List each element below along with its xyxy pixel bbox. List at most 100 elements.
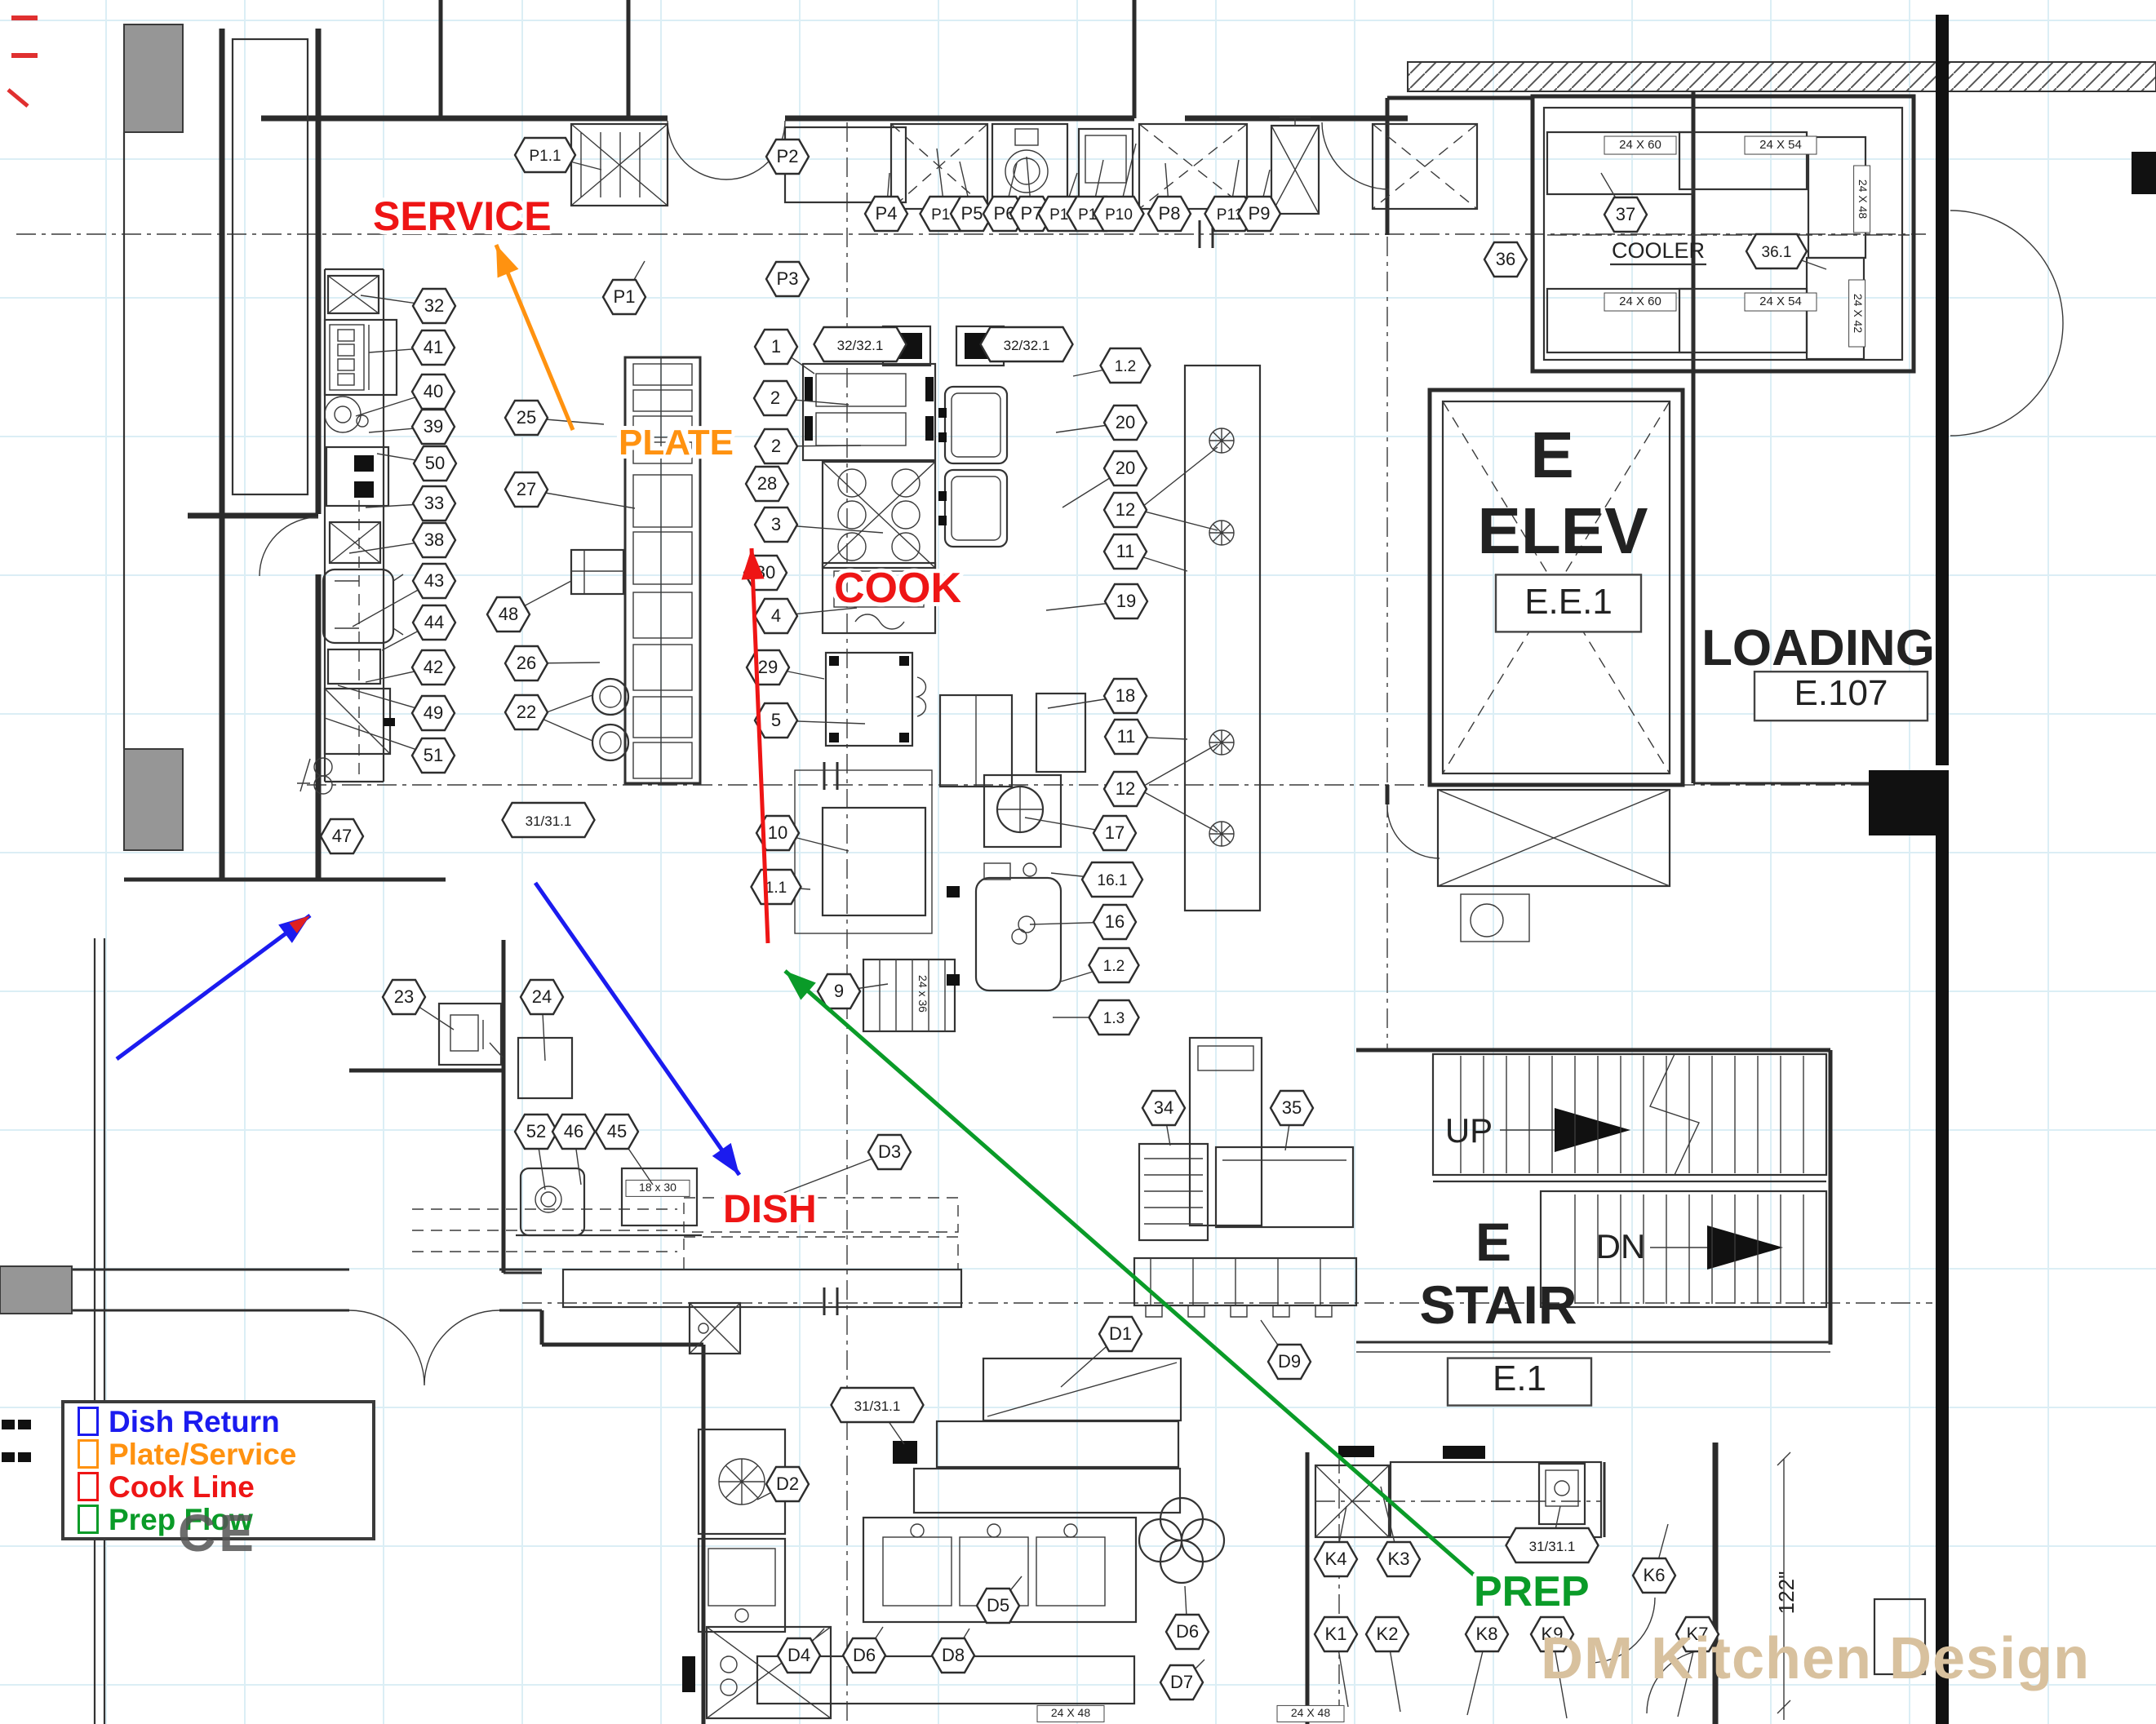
tag-K3: K3 [1376,1486,1422,1578]
tag-18: 18 [1047,677,1148,715]
flow-arrow-dish-return-1 [115,913,312,1061]
svg-text:33: 33 [424,493,444,513]
label-UP: UP [1445,1111,1493,1150]
svg-text:1.1: 1.1 [765,880,787,897]
tag-51: 51 [324,717,456,774]
tag-16.1: 16.1 [1050,861,1144,898]
tag-46: 46 [551,1113,597,1186]
label-STAIR: STAIR [1419,1274,1577,1335]
tag-43: 43 [352,562,457,627]
svg-text:11: 11 [1116,541,1135,561]
tag-28: 28 [744,465,790,503]
svg-text:37: 37 [1616,204,1635,224]
svg-text:24 X 54: 24 X 54 [1759,138,1802,152]
svg-text:E.1: E.1 [1493,1358,1546,1398]
svg-text:COOLER: COOLER [1612,238,1705,263]
svg-text:32: 32 [424,295,444,316]
svg-text:K7: K7 [1687,1624,1709,1644]
tag-P4: P4 [863,172,909,233]
flow-label-plate: PLATE [619,423,734,463]
svg-text:STAIR: STAIR [1419,1274,1577,1335]
svg-text:D8: D8 [942,1645,965,1665]
svg-text:27: 27 [517,479,536,499]
svg-text:40: 40 [424,381,443,401]
label-24X48: 24 X 48 [1276,1704,1345,1722]
svg-text:20: 20 [1116,458,1135,478]
tag-32/32.1: 32/32.1 [979,326,1074,363]
svg-text:44: 44 [424,612,444,632]
label-24X42: 24 X 42 [1848,279,1866,348]
flow-arrow-plate-service [494,244,575,431]
svg-text:26: 26 [517,653,536,673]
watermark: DM Kitchen Design [1541,1626,2091,1691]
legend-label: Cook Line [109,1469,255,1504]
svg-text:3: 3 [771,514,781,534]
svg-text:24 X 48: 24 X 48 [1051,1706,1090,1719]
tag-D7: D7 [1159,1659,1205,1701]
svg-text:4: 4 [771,605,781,626]
label-24X54: 24 X 54 [1744,292,1817,312]
legend-item-dish-return: Dish Return [78,1405,372,1438]
svg-text:D4: D4 [787,1645,810,1665]
flow-arrow-cook-line [741,547,770,944]
svg-text:24 X 54: 24 X 54 [1759,295,1802,308]
svg-text:51: 51 [424,745,443,765]
tag-D4: D4 [776,1628,825,1674]
svg-text:24 X 48: 24 X 48 [1291,1706,1330,1719]
tag-K1: K1 [1313,1615,1359,1708]
flow-label-prep: PREP [1474,1568,1590,1615]
tag-20: 20 [1062,450,1148,508]
svg-text:23: 23 [394,986,414,1007]
svg-text:P8: P8 [1159,203,1181,224]
svg-text:5: 5 [771,710,781,730]
svg-text:29: 29 [758,657,778,677]
tag-48: 48 [486,580,572,633]
tag-36.1: 36.1 [1745,233,1827,270]
svg-text:24 X 60: 24 X 60 [1619,295,1661,308]
svg-text:K1: K1 [1325,1624,1347,1644]
tag-9: 9 [816,973,889,1010]
tag-10: 10 [755,814,850,852]
label-24X48: 24 X 48 [1853,165,1871,233]
svg-text:E.107: E.107 [1794,673,1888,713]
svg-text:E: E [1475,1212,1511,1272]
equipment-tags: 3241403950333843444249514731/31.12527482… [319,136,1827,1719]
svg-text:36: 36 [1496,249,1515,269]
svg-text:31/31.1: 31/31.1 [1529,1539,1576,1554]
tag-42: 42 [365,649,456,686]
svg-text:31/31.1: 31/31.1 [854,1398,901,1414]
cook-line-swatch [78,1472,99,1501]
svg-text:UP: UP [1445,1111,1493,1150]
label-E: E [1530,419,1573,491]
flow-arrow-dish-return-2 [533,881,742,1177]
tag-4: 4 [753,597,858,635]
svg-text:K8: K8 [1476,1624,1498,1644]
svg-text:38: 38 [424,530,444,550]
svg-text:K9: K9 [1542,1624,1564,1644]
tag-35: 35 [1269,1089,1315,1151]
flow-arrow-prep-flow [783,969,1477,1578]
svg-text:D5: D5 [987,1595,1009,1615]
svg-text:24 X 48: 24 X 48 [1857,179,1870,219]
tag-P3: P3 [765,260,810,298]
tag-19: 19 [1045,583,1149,620]
svg-text:16: 16 [1105,911,1125,932]
tag-3: 3 [753,506,884,543]
svg-text:K4: K4 [1325,1549,1347,1569]
svg-text:24 x 36: 24 x 36 [916,975,929,1013]
tag-P1.1: P1.1 [513,136,602,174]
tag-P8: P8 [1147,162,1192,233]
tag-25: 25 [504,399,605,437]
tag-44: 44 [381,604,457,651]
tag-P10: P10 [1093,143,1145,233]
tag-1.3: 1.3 [1053,999,1140,1036]
svg-text:17: 17 [1105,822,1125,843]
tag-2: 2 [753,428,862,465]
svg-text:D6: D6 [1176,1621,1199,1642]
svg-text:39: 39 [424,416,443,437]
svg-text:12: 12 [1116,778,1135,799]
legend-item-plate-service: Plate/Service [78,1438,372,1470]
svg-text:D2: D2 [776,1474,799,1494]
label-122: 122" [1774,1571,1799,1615]
